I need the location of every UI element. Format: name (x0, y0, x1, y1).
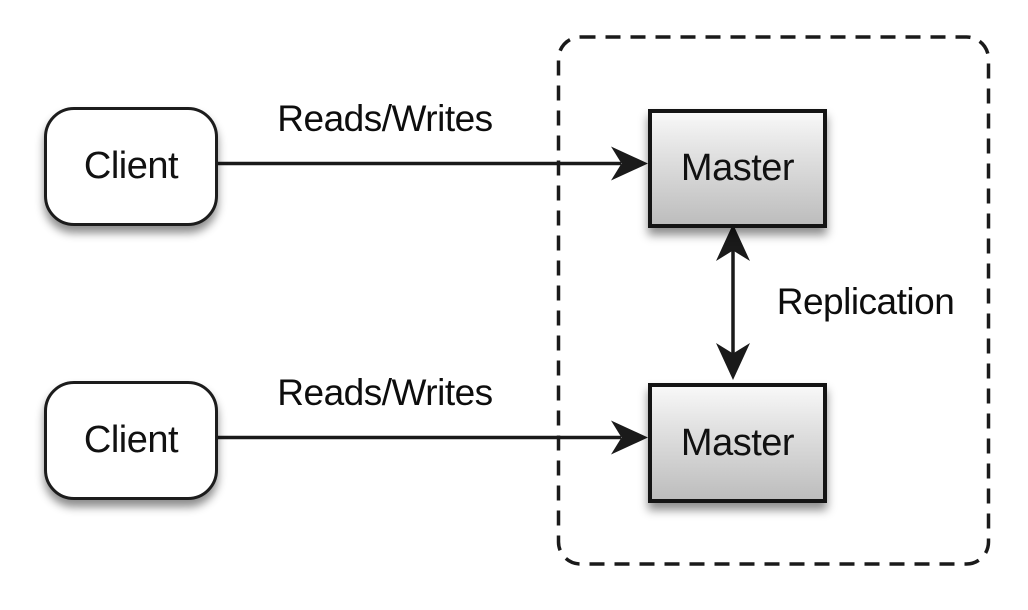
arrowhead-down-icon (716, 343, 750, 380)
node-master-bottom: Master (648, 383, 827, 503)
edge-label-reads-writes-top: Reads/Writes (277, 98, 493, 139)
node-master-top-label: Master (680, 147, 795, 189)
replication-boundary-box (556, 35, 991, 566)
arrowhead-up-icon (716, 224, 750, 261)
node-master-bottom-label: Master (680, 421, 795, 464)
node-client-bottom: Client (44, 381, 218, 500)
node-client-top-label: Client (83, 145, 179, 187)
node-client-top: Client (44, 107, 218, 226)
edge-reads-writes-top (213, 146, 648, 181)
node-client-bottom-label: Client (83, 419, 179, 461)
arrowhead-right-icon (611, 146, 648, 181)
node-master-top: Master (648, 109, 827, 228)
edge-reads-writes-bottom (213, 420, 648, 455)
edge-replication (716, 224, 750, 380)
edge-label-reads-writes-bottom: Reads/Writes (277, 372, 493, 413)
arrowhead-right-icon (611, 420, 648, 455)
edge-label-replication: Replication (776, 281, 955, 322)
